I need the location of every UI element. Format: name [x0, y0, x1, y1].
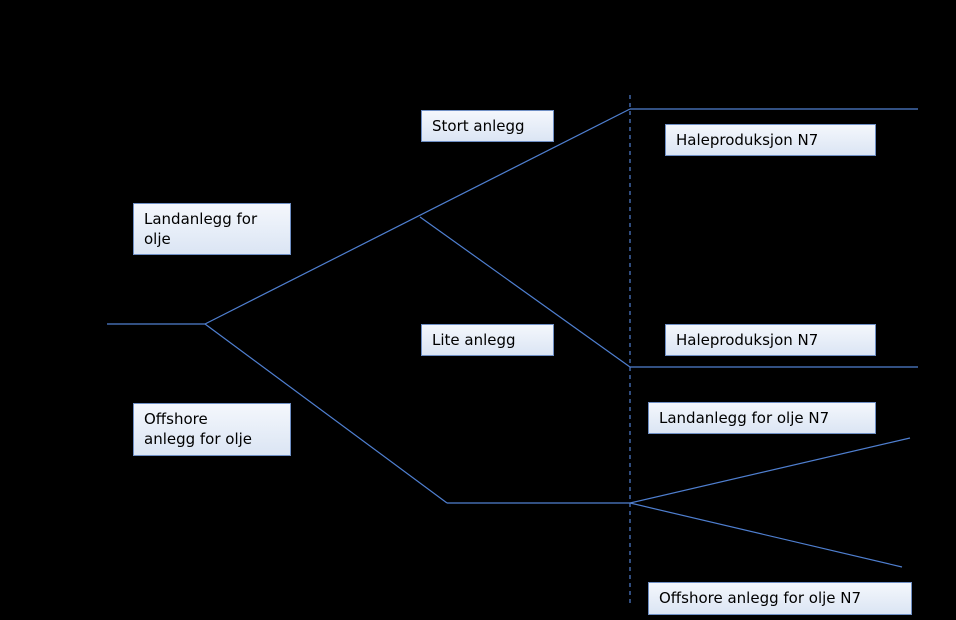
branch-offshore: [204, 323, 448, 504]
node-offshore-n7: Offshore anlegg for olje N7: [648, 582, 912, 615]
branch-lite: [419, 216, 631, 368]
branch-land-n7: [629, 437, 911, 504]
branch-offshore-n7: [629, 502, 903, 568]
node-haleproduksjon-bottom: Haleproduksjon N7: [665, 324, 876, 356]
node-landanlegg: Landanlegg for olje: [133, 203, 291, 255]
node-stort-anlegg: Stort anlegg: [421, 110, 554, 142]
node-landanlegg-n7: Landanlegg for olje N7: [648, 402, 876, 434]
node-offshore: Offshore anlegg for olje: [133, 403, 291, 456]
node-haleproduksjon-top: Haleproduksjon N7: [665, 124, 876, 156]
branch-land: [204, 108, 631, 325]
node-lite-anlegg: Lite anlegg: [421, 324, 554, 356]
